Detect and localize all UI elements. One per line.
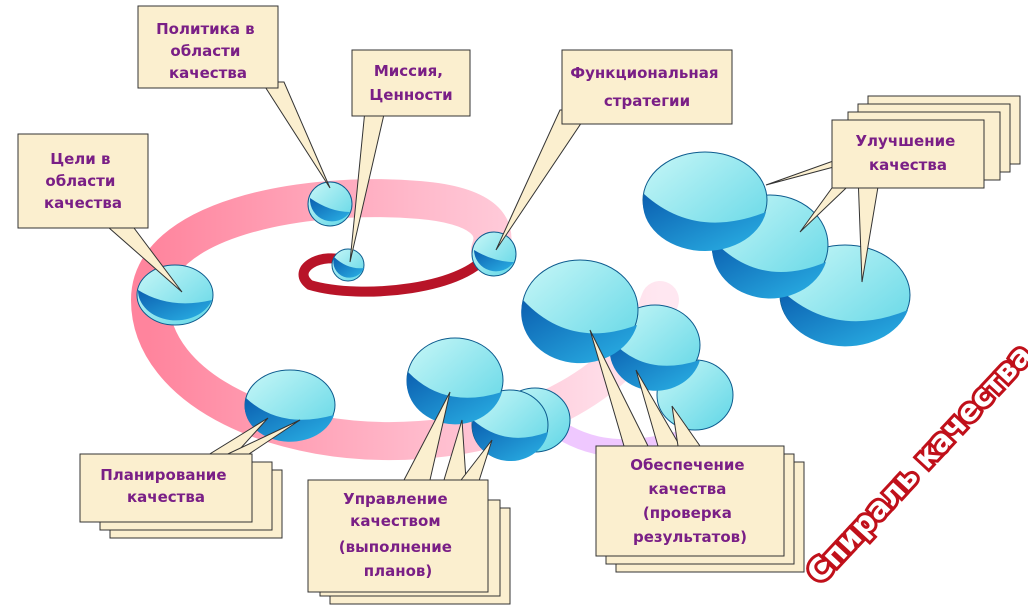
disk-goals: [137, 265, 213, 325]
disk-mission: [332, 249, 364, 281]
svg-text:Цели в области кач: Цели в области качества: [44, 150, 122, 212]
label-policy-3: качества: [169, 64, 247, 82]
label-policy-1: Политика в: [156, 20, 255, 38]
diagram-title: Спираль качества: [800, 338, 1028, 591]
callout-planning: Планирование качества: [80, 418, 300, 538]
callout-policy: Политика в области качества: [138, 6, 330, 188]
title-text: Спираль качества: [800, 338, 1028, 591]
label-goals-2: области: [45, 172, 115, 190]
label-improvement-2: качества: [869, 156, 947, 174]
label-management-1: Управление: [343, 490, 448, 508]
callout-goals: Цели в области качества: [18, 134, 182, 292]
callout-mission: Миссия, Ценности: [350, 50, 470, 262]
label-management-3: (выполнение: [339, 538, 452, 556]
label-policy-2: области: [170, 42, 240, 60]
label-assurance-4: результатов): [633, 528, 747, 546]
label-planning-1: Планирование: [100, 466, 226, 484]
label-goals-1: Цели в: [50, 150, 110, 168]
disk-policy: [308, 182, 352, 226]
svg-text:Политика в области: Политика в области качества: [156, 20, 260, 82]
label-mission-1: Миссия,: [374, 62, 443, 80]
label-planning-2: качества: [127, 488, 205, 506]
label-improvement-1: Улучшение: [855, 132, 955, 150]
label-assurance-1: Обеспечение: [630, 456, 744, 474]
label-assurance-3: (проверка: [643, 504, 732, 522]
label-assurance-2: качества: [648, 480, 726, 498]
disk-planning: [245, 370, 335, 442]
label-functional-2: стратегии: [604, 92, 690, 110]
label-functional-1: Функциональная: [570, 64, 718, 82]
label-management-4: планов): [364, 562, 433, 580]
label-goals-3: качества: [44, 194, 122, 212]
disk-functional: [472, 232, 516, 276]
label-mission-2: Ценности: [369, 86, 452, 104]
label-management-2: качеством: [350, 512, 440, 530]
